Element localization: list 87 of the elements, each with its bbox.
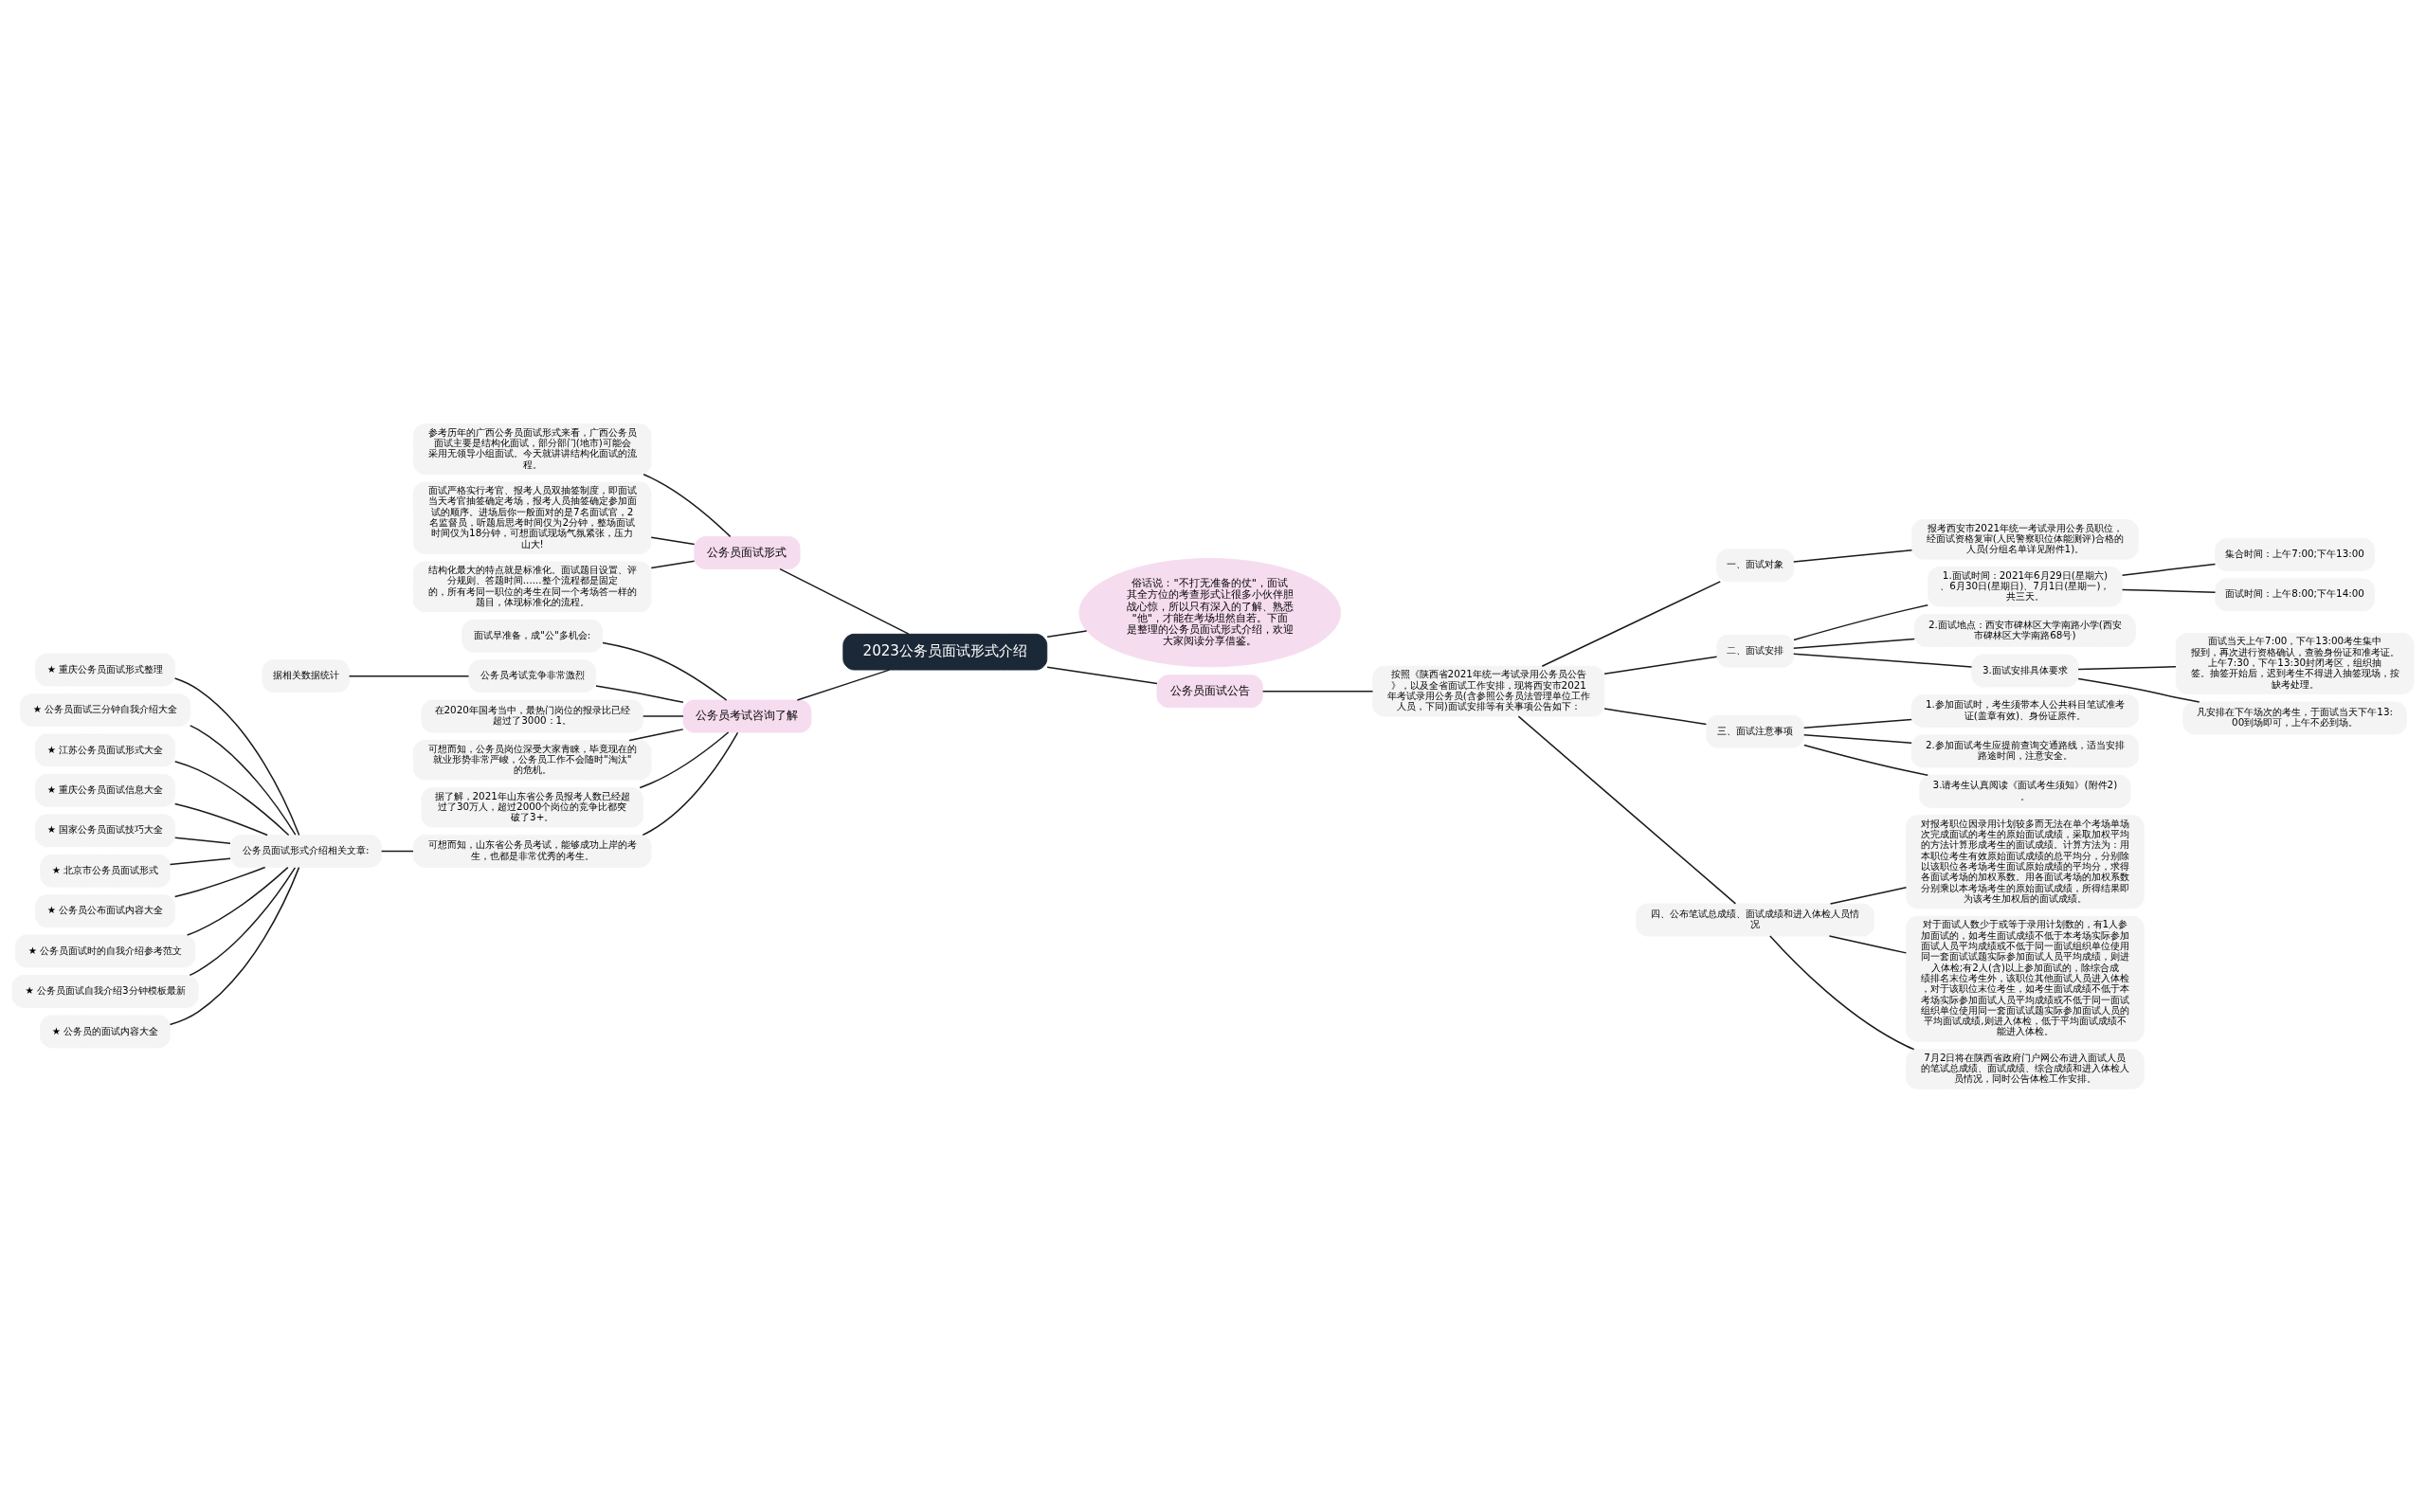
node-box: ★ 江苏公务员面试形式大全: [35, 732, 176, 766]
connector: [169, 866, 300, 1025]
connector: [2121, 563, 2217, 576]
connector: [1769, 934, 1915, 1050]
node-box: 参考历年的广西公务员面试形式来看，广西公务员面试主要是结构化面试，部分部门(地市)可能会采用无领导小组面试。今天就讲讲结构化面试的流程。: [412, 423, 652, 475]
node-box: 面试当天上午7:00，下午13:00考生集中报到，再次进行资格确认，查验身份证和准考证。上午7:30，下午13:30封闭考区，组织抽签。抽签开始后，迟到考生不得进入抽签现场，按缺考处理。: [2175, 632, 2415, 694]
connector: [779, 567, 910, 635]
connector: [173, 802, 268, 836]
connector: [642, 731, 739, 836]
connector: [1828, 934, 1908, 954]
connector: [1261, 690, 1374, 692]
node-ellipse: 俗话说："不打无准备的仗"，面试其全方位的考查形式让很多小伙伴胆战心惊，所以只有深入的了解、熟悉"他"，才能在考场坦然自若。下面是整理的公务员面试形式介绍，欢迎大家阅读分享借鉴。: [1078, 557, 1342, 667]
connector: [1793, 549, 1913, 563]
connector: [1046, 665, 1158, 684]
connector: [173, 866, 266, 897]
node-box: ★ 重庆公务员面试信息大全: [35, 773, 176, 807]
connector: [1803, 744, 1929, 776]
node-box: ★ 北京市公务员面试形式: [40, 854, 171, 888]
connector: [2121, 588, 2217, 593]
node-box: 集合时间：上午7:00;下午13:00: [2215, 537, 2375, 571]
connector: [169, 856, 231, 865]
node-box: 7月2日将在陕西省政府门户网公布进入面试人员的笔试总成绩、面试成绩、综合成绩和进入体检人员情况，同时公告体检工作安排。: [1906, 1048, 2145, 1089]
node-box: 2023公务员面试形式介绍: [842, 633, 1048, 670]
node-box: 公务员考试竞争非常激烈: [468, 658, 597, 693]
node-box: 据相关数据统计: [262, 658, 350, 693]
node-box: 面试严格实行考官、报考人员双抽签制度，即面试当天考官抽签确定考场，报考人员抽签确定参加面试的顺序。进场后你一般面对的是7名面试官，2名监督员，听题后思考时间仅为2分钟，整场面试时间仅为18分钟，可想面试现场气氛紧张，压力山大!: [412, 481, 652, 554]
connector: [602, 641, 728, 701]
node-box: 对报考职位因录用计划较多而无法在单个考场单场次完成面试的考生的原始面试成绩，采取加权平均的方法计算形成考生的面试成绩。计算方法为：用本职位考生有效原始面试成绩的总平均分，分别除以该职位各考场考生面试原始成绩的平均分，求得各面试考场的加权系数。用各面试考场的加权系数分别乘以本考场考生的原始面试成绩，所得结果即为该考生加权后的面试成绩。: [1906, 814, 2145, 909]
connector: [190, 724, 297, 836]
node-box: ★ 公务员面试自我介绍3分钟模板最新: [11, 974, 199, 1008]
connector: [1541, 580, 1722, 667]
node-box: 公务员面试形式介绍相关文章:: [229, 834, 382, 868]
node-box: 2.参加面试考生应提前查询交通路线，适当安排路途时间，注意安全。: [1910, 733, 2140, 767]
node-box: 公务员考试咨询了解: [682, 699, 812, 732]
node-box: 据了解，2021年山东省公务员报考人数已经超过了30万人，超过2000个岗位的竞争比都突破了3+。: [421, 786, 644, 827]
connector: [628, 728, 684, 741]
connector: [796, 668, 891, 701]
node-box: 按照《陕西省2021年统一考试录用公务员公告》，以及全省面试工作安排，现将西安市2021年考试录用公务员(含参照公务员法管理单位工作人员，下同)面试安排等有关事项公告如下：: [1372, 665, 1605, 717]
node-box: 一、面试对象: [1716, 548, 1795, 582]
node-box: 2.面试地点：西安市碑林区大学南路小学(西安市碑林区大学南路68号): [1914, 613, 2136, 647]
connector: [650, 535, 696, 545]
node-box: 1.参加面试时，考生须带本人公共科目笔试准考证(盖章有效)、身份证原件。: [1910, 693, 2140, 728]
connector: [1517, 714, 1737, 905]
node-box: 可想而知，山东省公务员考试，能够成功上岸的考生，也都是非常优秀的考生。: [412, 834, 652, 868]
connector: [1802, 718, 1912, 729]
node-box: ★ 国家公务员面试技巧大全: [35, 813, 176, 847]
connector: [2077, 677, 2200, 703]
connector: [1793, 652, 1973, 668]
node-box: ★ 公务员面试时的自我介绍参考范文: [14, 934, 196, 967]
node-box: 可想而知，公务员岗位深受大家青睐，毕竟现在的就业形势非常严峻，公务员工作不会随时"淘汰"的危机。: [412, 739, 652, 780]
node-box: 二、面试安排: [1716, 634, 1795, 668]
connector: [173, 676, 300, 836]
connector: [1046, 629, 1088, 638]
connector: [1829, 886, 1908, 905]
node-box: 三、面试注意事项: [1706, 714, 1804, 748]
node-box: ★ 公务员面试三分钟自我介绍大全: [20, 693, 191, 727]
node-box: 面试早准备，成"公"多机会:: [462, 619, 604, 653]
connector: [643, 473, 732, 537]
node-box: 公务员面试公告: [1156, 674, 1263, 708]
connector: [1802, 733, 1912, 744]
connector: [348, 675, 470, 676]
node-box: 公务员面试形式: [694, 535, 801, 569]
connector: [595, 684, 684, 703]
connector: [650, 560, 696, 568]
connector: [642, 714, 684, 717]
node-box: 1.面试时间：2021年6月29日(星期六)、6月30日(星期日)、7月1日(星期一)，共三天。: [1928, 566, 2123, 607]
connector: [189, 866, 297, 976]
connector: [639, 730, 730, 788]
node-box: 对于面试人数少于或等于录用计划数的，有1人参加面试的，如考生面试成绩不低于本考场实际参加面试人员平均成绩或不低于同一面试组织单位使用同一套面试试题实际参加面试人员平均成绩，则进入体检;有2人(含)以上参加面试的，除综合成绩排名末位考生外，该职位其他面试人员进入体检，对于该职位末位考生，如考生面试成绩不低于本考场实际参加面试人员平均成绩或不低于同一面试组织单位使用同一套面试试题实际参加面试人员的平均面试成绩,则进入体检，低于平均面试成绩不能进入体检。: [1906, 915, 2145, 1042]
node-box: 面试时间：上午8:00;下午14:00: [2215, 577, 2375, 611]
node-box: 四、公布笔试总成绩、面试成绩和进入体检人员情况: [1636, 903, 1875, 936]
connector: [1603, 656, 1718, 675]
node-box: 3.请考生认真阅读《面试考生须知》(附件2)。: [1919, 774, 2131, 808]
connector: [380, 850, 414, 852]
node-box: 凡安排在下午场次的考生，于面试当天下午13:00到场即可，上午不必到场。: [2182, 701, 2407, 734]
node-box: 在2020年国考当中，最热门岗位的报录比已经超过了3000：1。: [421, 699, 644, 732]
node-box: ★ 公务员公布面试内容大全: [35, 893, 176, 927]
connector: [186, 866, 289, 936]
node-box: ★ 公务员的面试内容大全: [40, 1014, 171, 1048]
connector: [173, 760, 290, 836]
node-box: 3.面试安排具体要求: [1971, 654, 2079, 687]
connector: [174, 837, 231, 844]
connector: [1603, 707, 1708, 725]
node-box: ★ 重庆公务员面试形式整理: [35, 653, 176, 686]
connector: [1793, 603, 1929, 640]
connector: [2077, 665, 2177, 670]
connector: [1793, 638, 1915, 649]
